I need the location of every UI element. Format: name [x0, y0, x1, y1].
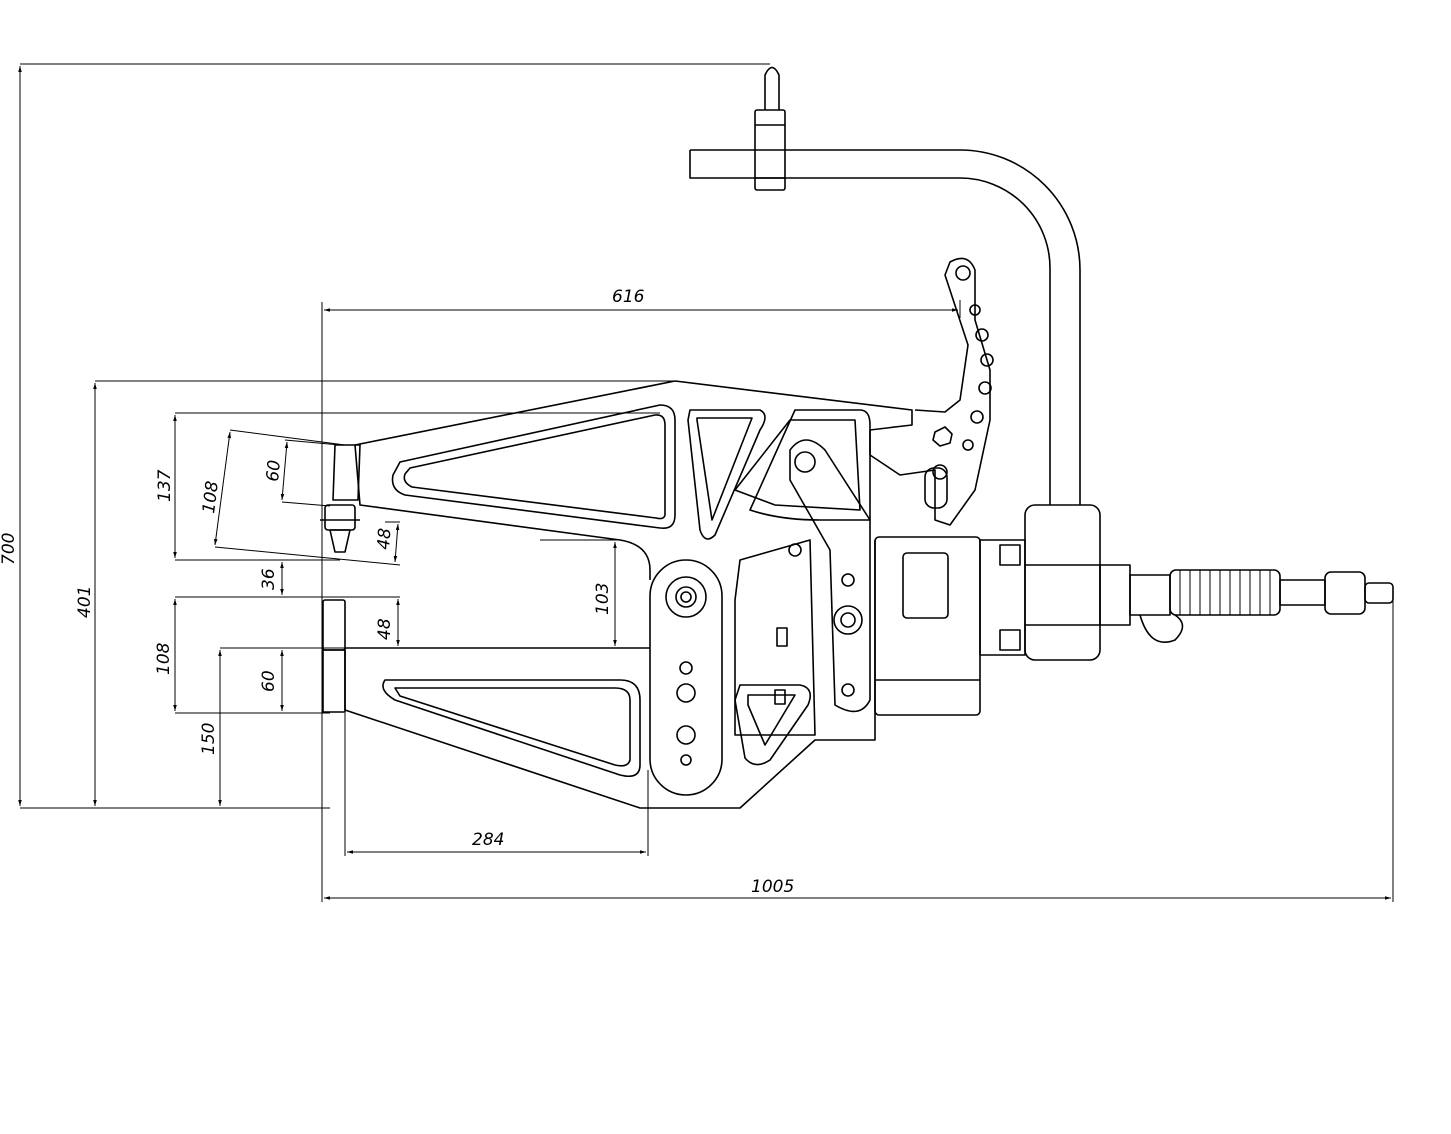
lower-arm [322, 540, 876, 809]
label-108-upper: 108 [199, 480, 223, 515]
label-48-lower: 48 [375, 618, 395, 640]
label-401: 401 [75, 586, 95, 618]
hanger-handle [689, 66, 1081, 505]
label-103: 103 [593, 583, 613, 615]
label-150: 150 [199, 723, 219, 755]
motor-housing [874, 536, 1026, 716]
label-36: 36 [259, 568, 279, 590]
upper-arm [354, 257, 994, 580]
label-284: 284 [472, 830, 504, 850]
label-108-lower: 108 [154, 642, 174, 675]
dimension-lines [18, 66, 1391, 900]
cylinder-and-hose [1024, 504, 1394, 661]
label-1005: 1005 [751, 877, 794, 897]
label-48-upper: 48 [374, 527, 395, 550]
pivot-link [649, 539, 816, 796]
label-616: 616 [612, 287, 645, 307]
dim-60-upper [280, 441, 289, 501]
upper-tip [320, 444, 361, 553]
dimension-labels: 700 401 137 108 60 48 36 616 103 48 108 … [0, 287, 794, 897]
toggle-link [789, 439, 871, 713]
dim-108-upper [214, 431, 231, 546]
label-137: 137 [155, 469, 175, 502]
dim-48-upper [393, 523, 400, 563]
extension-lines [20, 63, 1394, 902]
label-60-lower: 60 [259, 670, 279, 692]
label-700: 700 [0, 533, 19, 565]
label-60-upper: 60 [263, 459, 285, 482]
